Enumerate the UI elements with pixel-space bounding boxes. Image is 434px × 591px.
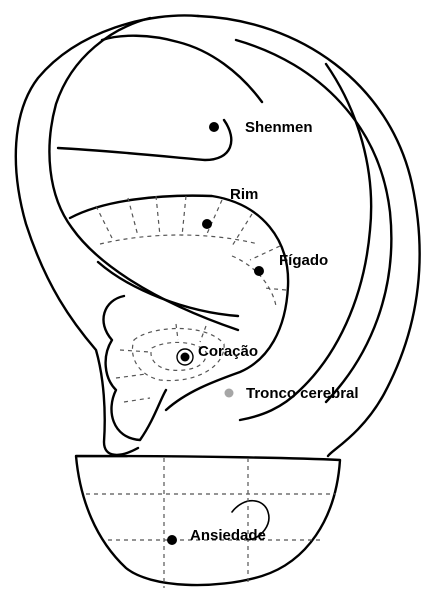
- tragus-tick-3: [124, 398, 150, 402]
- coracao-point-dot: [181, 353, 190, 362]
- ansiedade-point-dot: [167, 535, 177, 545]
- figado-point-dot: [254, 266, 264, 276]
- rim-label: Rim: [230, 186, 258, 203]
- concha-radial-8: [264, 288, 286, 290]
- concha-radial-1: [96, 206, 112, 238]
- concha-radial-2: [128, 198, 138, 236]
- helix-inner-fold: [49, 18, 238, 330]
- coracao-label: Coração: [198, 343, 258, 360]
- lower-concha-divider: [232, 256, 276, 306]
- cavum-tick-2: [200, 326, 206, 342]
- concha-radial-3: [156, 196, 160, 236]
- tragus-tick-1: [120, 350, 150, 352]
- tronco-cerebral-point-dot: [225, 389, 234, 398]
- concha-radial-6: [232, 214, 252, 246]
- helix-outer-rim: [16, 15, 198, 454]
- concha-radial-4: [182, 196, 186, 236]
- tronco-cerebral-label: Tronco cerebral: [246, 385, 359, 402]
- concha-radial-7: [250, 246, 280, 260]
- triangular-fossa-upper: [102, 36, 262, 102]
- ear-outline: [16, 15, 420, 585]
- crus-fold: [98, 262, 238, 316]
- ear-lobe: [76, 456, 340, 585]
- figado-label: Fígado: [279, 252, 328, 269]
- concha-radial-5: [206, 200, 222, 236]
- tragus: [103, 296, 166, 440]
- shenmen-point-dot: [209, 122, 219, 132]
- acupoint-labels: Shenmen Rim Fígado Coração Tronco cerebr…: [190, 119, 359, 544]
- shenmen-label: Shenmen: [245, 119, 313, 136]
- triangular-fossa-hook: [58, 120, 231, 160]
- cavum-tick-1: [176, 324, 178, 340]
- rim-point-dot: [202, 219, 212, 229]
- tragus-tick-2: [116, 374, 146, 378]
- ansiedade-label: Ansiedade: [190, 527, 266, 544]
